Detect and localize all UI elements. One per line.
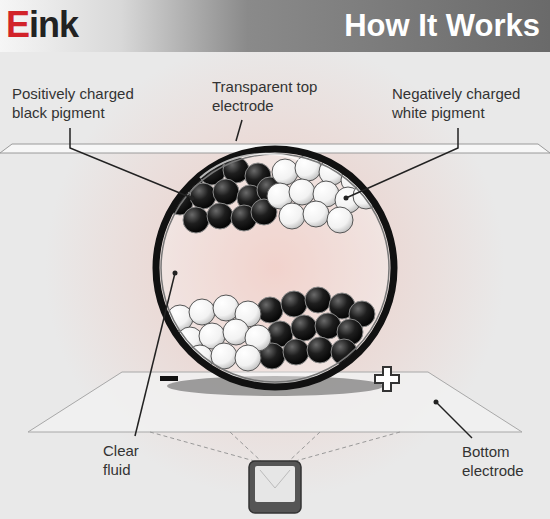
electrode-label: Bottom electrode	[462, 442, 544, 480]
capsule-wall-inner	[161, 154, 389, 382]
pigment-label: Positively charged black pigment	[12, 84, 172, 122]
capsule-wall	[156, 149, 394, 387]
electrode-label: Transparent top electrode	[212, 77, 330, 115]
pigment-label: Negatively charged white pigment	[392, 84, 542, 122]
page-title: How It Works	[344, 8, 540, 44]
projection-lines	[150, 432, 400, 462]
capsule-fluid	[157, 150, 393, 386]
plus-symbol	[375, 367, 399, 391]
e-reader-icon	[249, 461, 301, 513]
pigment-particles	[167, 155, 379, 371]
minus-symbol	[160, 376, 178, 381]
brand-logo: Eink	[6, 5, 78, 45]
leader-dots	[173, 196, 439, 405]
capsule-highlight	[200, 154, 300, 178]
leader-lines	[70, 120, 472, 438]
fluid-label: Clear fluid	[103, 441, 155, 479]
